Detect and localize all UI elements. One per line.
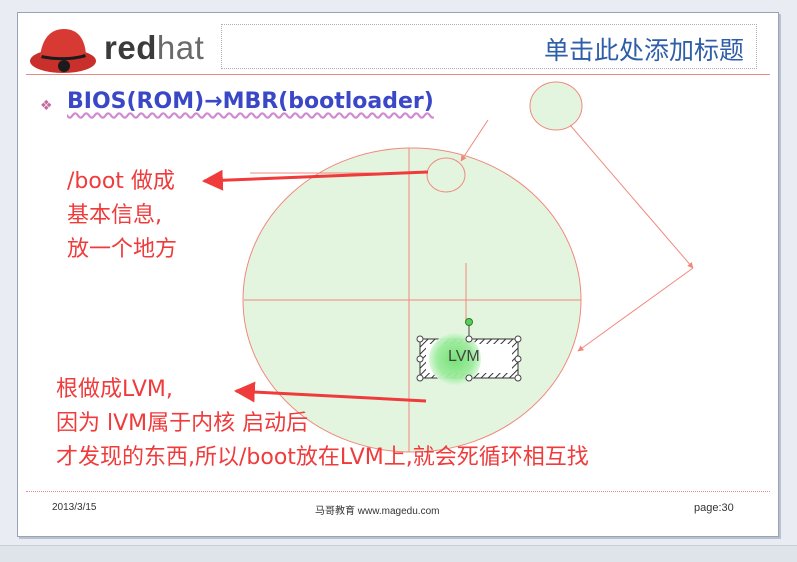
boot-note-line-2: 基本信息, [67,203,162,228]
redhat-wordmark: redhat [104,29,205,66]
header-divider [26,74,770,75]
lvm-note: 根做成LVM, 因为 lVM属于内核 启动后 才发现的东西,所以/boot放在L… [56,373,589,475]
slide-canvas: redhat 单击此处添加标题 ❖ BIOS(ROM)→MBR(bootload… [17,12,779,537]
right-to-lvm-arrow [577,267,694,352]
footer-page-number: page:30 [694,502,734,514]
lvm-rotate-handle[interactable] [465,318,473,326]
boot-note-line-1: /boot 做成 [67,169,175,194]
lvm-note-line-2: 因为 lVM属于内核 启动后 [56,411,309,436]
app-bottom-strip [0,545,797,562]
lvm-note-line-1: 根做成LVM, [56,377,173,402]
bullet-to-boot-arrow [460,119,489,162]
lvm-resize-handles[interactable] [416,335,522,382]
lvm-label[interactable]: LVM [448,348,480,365]
footer-site: 马哥教育 www.magedu.com [315,506,440,517]
partition-diagram [201,81,694,453]
boot-note-arrow [201,169,429,191]
boot-note: /boot 做成 基本信息, 放一个地方 [67,165,177,267]
lvm-green-highlight [429,333,481,385]
mbr-to-right-arrow [569,124,694,269]
boot-note-line-3: 放一个地方 [67,237,178,262]
title-placeholder[interactable]: 单击此处添加标题 [221,24,757,69]
lvm-note-arrow [233,381,427,403]
footer-divider [26,491,770,492]
boot-small-circle [426,157,466,193]
bullet-bios-mbr: BIOS(ROM)→MBR(bootloader) [67,89,434,114]
redhat-logo-icon [30,29,96,73]
footer-date: 2013/3/15 [52,502,97,513]
diamond-bullet-icon: ❖ [40,98,53,114]
lvm-note-line-3: 才发现的东西,所以/boot放在LVM上,就会死循环相互找 [56,445,589,470]
mbr-circle [529,81,583,131]
slide-title: 单击此处添加标题 [543,36,744,65]
